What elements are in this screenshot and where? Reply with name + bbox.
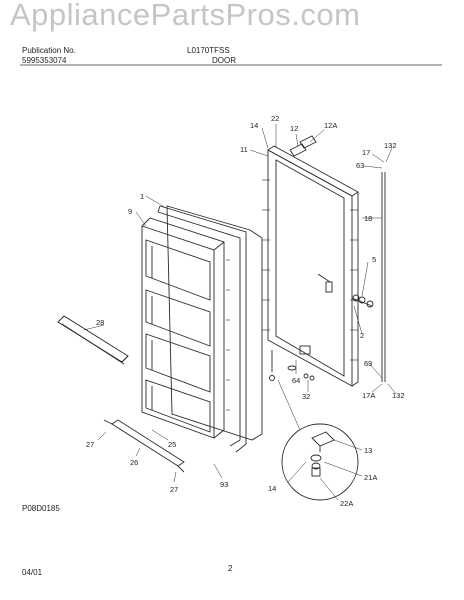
callout-27-bottom: 27 [170,485,178,494]
callout-18: 18 [364,214,372,223]
callout-27-left: 27 [86,440,94,449]
callout-32: 32 [302,392,310,401]
watermark-text: AppliancePartsPros.com [10,0,361,32]
callout-12A: 12A [324,121,337,130]
bottom-trim-strip [57,315,129,365]
callout-26: 26 [130,458,138,467]
callout-5: 5 [372,255,376,264]
section-title: DOOR [212,56,236,65]
publication-label: Publication No. [22,46,76,55]
callout-22: 22 [271,114,279,123]
callout-132-top: 132 [384,141,397,150]
callout-132-bottom: 132 [392,391,405,400]
callout-63-bottom: 63 [364,359,372,368]
callout-28: 28 [96,318,104,327]
hinge-cap [299,135,317,149]
door-panel [262,145,359,387]
callout-64: 64 [292,376,300,385]
callout-25: 25 [168,440,176,449]
callout-93: 93 [220,480,228,489]
door-stop [299,345,311,355]
hinge-rod [381,172,386,382]
figure-id: P08D0185 [22,504,60,513]
model-number: L0170TFSS [187,46,230,55]
callout-12: 12 [290,124,298,133]
callout-17A: 17A [362,391,375,400]
callout-22A: 22A [340,499,353,508]
callout-1: 1 [140,192,144,201]
callout-21A: 21A [364,473,377,482]
handle-bracket [317,273,374,308]
page-number: 2 [228,564,233,573]
hinge-detail-inset [281,423,363,501]
publication-number: 5995353074 [22,56,67,65]
revision-date: 04/01 [22,568,43,577]
kick-plate [103,419,185,473]
callout-17: 17 [362,148,370,157]
callout-9: 9 [128,207,132,216]
leader-lines [83,124,397,483]
door-liner [141,217,225,439]
breaker-strip [166,205,263,441]
callout-11: 11 [240,145,248,154]
callout-63-top: 63 [356,161,364,170]
callout-13: 13 [364,446,372,455]
callout-14-inset: 14 [268,484,276,493]
door-gasket [157,205,247,453]
callout-14-top: 14 [250,121,258,130]
callout-2: 2 [360,331,364,340]
